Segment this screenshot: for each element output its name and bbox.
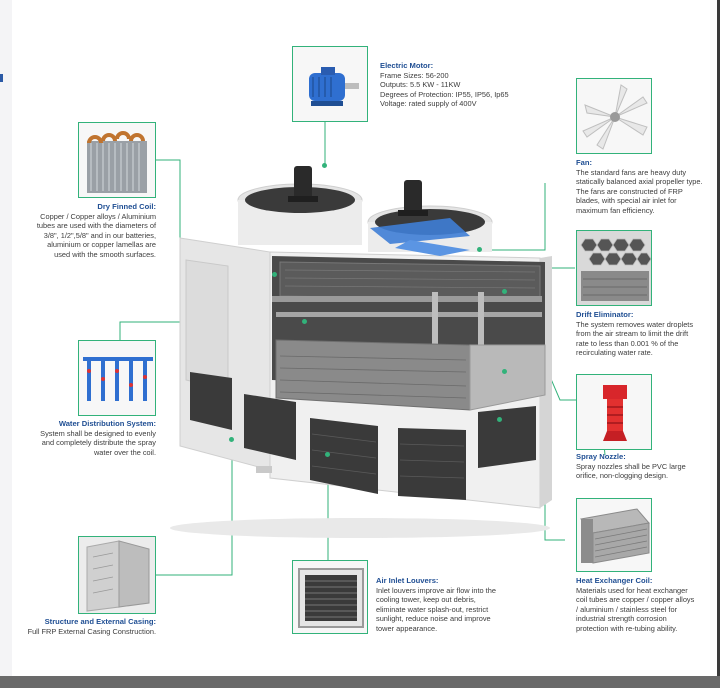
- hex-title: Heat Exchanger Coil:: [576, 576, 653, 585]
- casing-icon: [79, 537, 155, 613]
- louver-line-4: sunlight, reduce noise and improve: [376, 614, 491, 624]
- electric-motor-icon: [309, 67, 359, 106]
- motor-line-1: Frame Sizes: 56-200: [380, 70, 449, 80]
- louver-thumbnail: [292, 560, 368, 634]
- finned-coil-icon: [87, 131, 147, 193]
- drift-line-3: rate to less than 0.001 % of the: [576, 338, 679, 348]
- drift-label: Drift Eliminator: The system removes wat…: [576, 310, 712, 358]
- air-louver-icon: [298, 568, 364, 628]
- motor-dot: [322, 163, 327, 168]
- fan-line-3: The fans are constructed of FRP: [576, 186, 683, 196]
- hex-line-3: / aluminium / stainless steel for: [576, 604, 678, 614]
- coil-label: Dry Finned Coil: Copper / Copper alloys …: [20, 202, 156, 260]
- louver-line-1: Inlet louvers improve air flow into the: [376, 585, 496, 595]
- drift-line-4: recirculating water rate.: [576, 348, 653, 358]
- nozzle-line-2: orifice, non-clogging design.: [576, 471, 669, 481]
- water-line-1: System shall be designed to evenly: [40, 428, 156, 438]
- coil-line-3: 3/8", 1/2",5/8" and in our batteries,: [43, 230, 156, 240]
- drift-dot: [502, 289, 507, 294]
- motor-title: Electric Motor:: [380, 61, 434, 70]
- nozzle-title: Spray Nozzle:: [576, 452, 626, 461]
- hex-label: Heat Exchanger Coil: Materials used for …: [576, 576, 712, 634]
- motor-label: Electric Motor: Frame Sizes: 56-200 Outp…: [380, 61, 540, 109]
- motor-line-4: Voltage: rated supply of 400V: [380, 99, 477, 109]
- hex-line-2: coil tubes are copper / copper alloys: [576, 595, 695, 605]
- casing-dot: [229, 437, 234, 442]
- drift-thumbnail: [576, 230, 652, 306]
- motor-line-3: Degrees of Protection: IP55, IP56, Ip65: [380, 89, 509, 99]
- fan-thumbnail: [576, 78, 652, 154]
- coil-dot: [272, 272, 277, 277]
- left-edge-marker: [0, 74, 3, 82]
- water-label: Water Distribution System: System shall …: [20, 419, 156, 457]
- spray-nozzle-icon: [603, 385, 627, 441]
- louver-line-3: eliminate water splash-out, restrict: [376, 604, 489, 614]
- heat-exchanger-icon: [580, 508, 650, 564]
- motor-line-2: Outputs: 5.5 KW - 11KW: [380, 80, 461, 90]
- hex-dot: [497, 417, 502, 422]
- louver-label: Air Inlet Louvers: Inlet louvers improve…: [376, 576, 526, 634]
- coil-line-4: aluminium or copper lamellas are: [47, 240, 156, 250]
- fan-connector: [480, 183, 546, 251]
- fan-line-2: statically balanced axial propeller type…: [576, 177, 703, 187]
- drift-line-2: from the air stream to limit the drift: [576, 329, 689, 339]
- louver-line-5: tower appearance.: [376, 623, 438, 633]
- coil-thumbnail: [78, 122, 156, 198]
- coil-title: Dry Finned Coil:: [97, 202, 156, 211]
- water-line-3: water over the coil.: [93, 447, 156, 457]
- water-title: Water Distribution System:: [58, 419, 156, 428]
- fan-line-5: maximum fan efficiency.: [576, 205, 655, 215]
- drift-eliminator-icon: [577, 231, 651, 305]
- casing-thumbnail: [78, 536, 156, 614]
- nozzle-label: Spray Nozzle: Spray nozzles shall be PVC…: [576, 452, 712, 481]
- louver-line-2: cooling tower, keep out debris,: [376, 595, 476, 605]
- coil-line-2: tubes are used with the diameters of: [36, 221, 156, 231]
- hex-line-5: protection with re-tubing ability.: [576, 623, 678, 633]
- water-distribution-icon: [83, 357, 153, 401]
- drift-line-1: The system removes water droplets: [576, 319, 694, 329]
- nozzle-thumbnail: [576, 374, 652, 450]
- drift-title: Drift Eliminator:: [576, 310, 634, 319]
- right-page-edge: [717, 0, 720, 688]
- coil-line-5: used with the smooth surfaces.: [54, 249, 156, 259]
- fan-line-1: The standard fans are heavy duty: [576, 167, 687, 177]
- casing-label: Structure and External Casing: Full FRP …: [16, 617, 156, 636]
- hex-line-4: industrial strength corrosion: [576, 614, 667, 624]
- casing-connector: [155, 440, 233, 576]
- water-line-2: and completely distribute the spray: [41, 438, 156, 448]
- nozzle-dot: [502, 369, 507, 374]
- fan-line-4: blades, with special air inlet for: [576, 196, 677, 206]
- water-dot: [302, 319, 307, 324]
- fan-title: Fan:: [576, 158, 593, 167]
- louver-title: Air Inlet Louvers:: [376, 576, 439, 585]
- casing-line-1: Full FRP External Casing Construction.: [27, 626, 156, 636]
- bottom-page-edge: [0, 676, 720, 688]
- hex-thumbnail: [576, 498, 652, 572]
- fan-label: Fan: The standard fans are heavy duty st…: [576, 158, 712, 216]
- fan-icon: [582, 84, 648, 150]
- water-thumbnail: [78, 340, 156, 416]
- motor-thumbnail: [292, 46, 368, 122]
- fan-dot: [477, 247, 482, 252]
- casing-title: Structure and External Casing:: [44, 617, 156, 626]
- hex-line-1: Materials used for heat exchanger: [576, 585, 688, 595]
- left-page-edge: [0, 0, 12, 688]
- nozzle-line-1: Spray nozzles shall be PVC large: [576, 461, 686, 471]
- coil-line-1: Copper / Copper alloys / Aluminium: [40, 211, 156, 221]
- louver-dot: [325, 452, 330, 457]
